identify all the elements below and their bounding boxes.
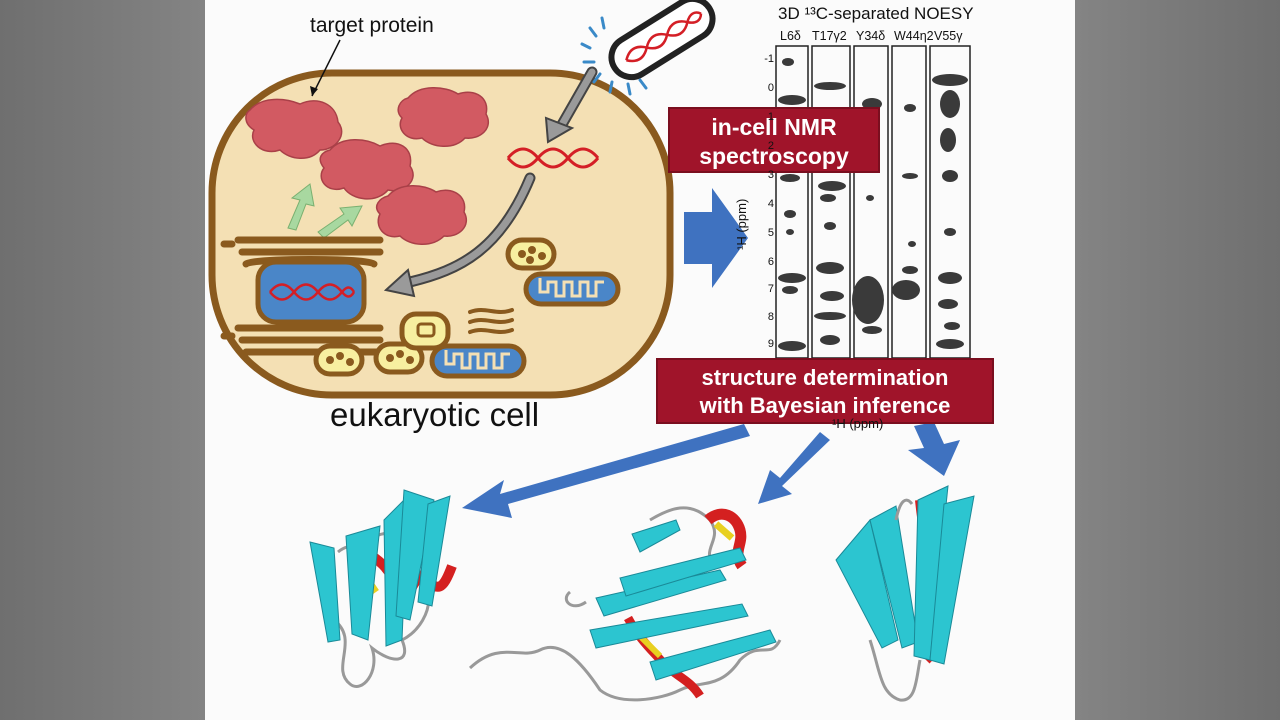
vesicles xyxy=(313,237,557,377)
bayes-line1: structure determination xyxy=(701,365,949,390)
mitochondria xyxy=(429,271,621,379)
in-cell-nmr-line1: in-cell NMR xyxy=(711,114,837,140)
y-tick: 7 xyxy=(767,283,774,295)
x-axis-label: ¹H (ppm) xyxy=(832,416,884,431)
nucleus xyxy=(255,259,367,325)
spectrum-column-label: L6δ xyxy=(780,29,801,43)
y-tick: 1 xyxy=(767,111,774,123)
protein-structure-3 xyxy=(835,485,975,702)
protein-blob-3 xyxy=(319,139,414,200)
arrow-to-structure-2 xyxy=(758,432,830,504)
dna-in-cytoplasm xyxy=(506,147,600,169)
spectrum-title: 3D ¹³C-separated NOESY xyxy=(778,4,974,23)
green-arrow-2 xyxy=(317,205,363,239)
spectrum-column-label: Y34δ xyxy=(856,29,886,43)
bayesian-inference-box: structure determination with Bayesian in… xyxy=(656,358,994,424)
arrows-to-structures xyxy=(462,422,960,518)
spectrum-column-label: T17γ2 xyxy=(812,29,847,43)
y-tick: 3 xyxy=(767,169,774,181)
y-tick: 5 xyxy=(767,227,774,239)
target-protein-blobs xyxy=(245,87,489,245)
spectrum-column-label: V55γ xyxy=(934,29,963,43)
target-protein-pointer xyxy=(311,39,341,97)
arrow-to-spectrum xyxy=(684,188,748,288)
protein-structure-2 xyxy=(468,506,782,702)
target-protein-label: target protein xyxy=(310,14,434,37)
arrowhead-top xyxy=(544,116,575,144)
green-arrow-1 xyxy=(287,183,315,231)
protein-blob-1 xyxy=(245,98,343,159)
dna-in-nucleus xyxy=(269,283,356,301)
right-margin xyxy=(1075,0,1280,720)
protein-blob-4 xyxy=(376,185,467,245)
y-tick: 2 xyxy=(767,140,774,152)
y-tick: -1 xyxy=(764,53,774,65)
y-axis-label: ¹H (ppm) xyxy=(734,198,749,250)
y-tick: 0 xyxy=(767,82,774,94)
arrow-to-structure-1 xyxy=(462,424,750,518)
protein-blob-2 xyxy=(397,87,489,147)
golgi-stack xyxy=(468,308,514,334)
left-margin xyxy=(0,0,205,720)
y-tick: 9 xyxy=(767,338,774,350)
noesy-peaks xyxy=(778,58,968,351)
vector-capsule xyxy=(580,0,716,96)
bayes-line2: with Bayesian inference xyxy=(699,393,951,418)
arrowhead-nucleus xyxy=(383,268,416,298)
in-cell-nmr-box: in-cell NMR spectroscopy xyxy=(668,107,880,173)
y-tick: 8 xyxy=(767,311,774,323)
in-cell-nmr-line2: spectroscopy xyxy=(699,143,849,169)
arrow-to-structure-3 xyxy=(908,422,960,476)
y-tick: 6 xyxy=(767,256,774,268)
eukaryotic-cell-label: eukaryotic cell xyxy=(330,396,540,433)
spectrum-column-label: W44η2 xyxy=(894,29,934,43)
translation-arrows xyxy=(287,183,363,239)
protein-structure-1 xyxy=(309,489,457,688)
y-tick: 4 xyxy=(767,198,774,210)
